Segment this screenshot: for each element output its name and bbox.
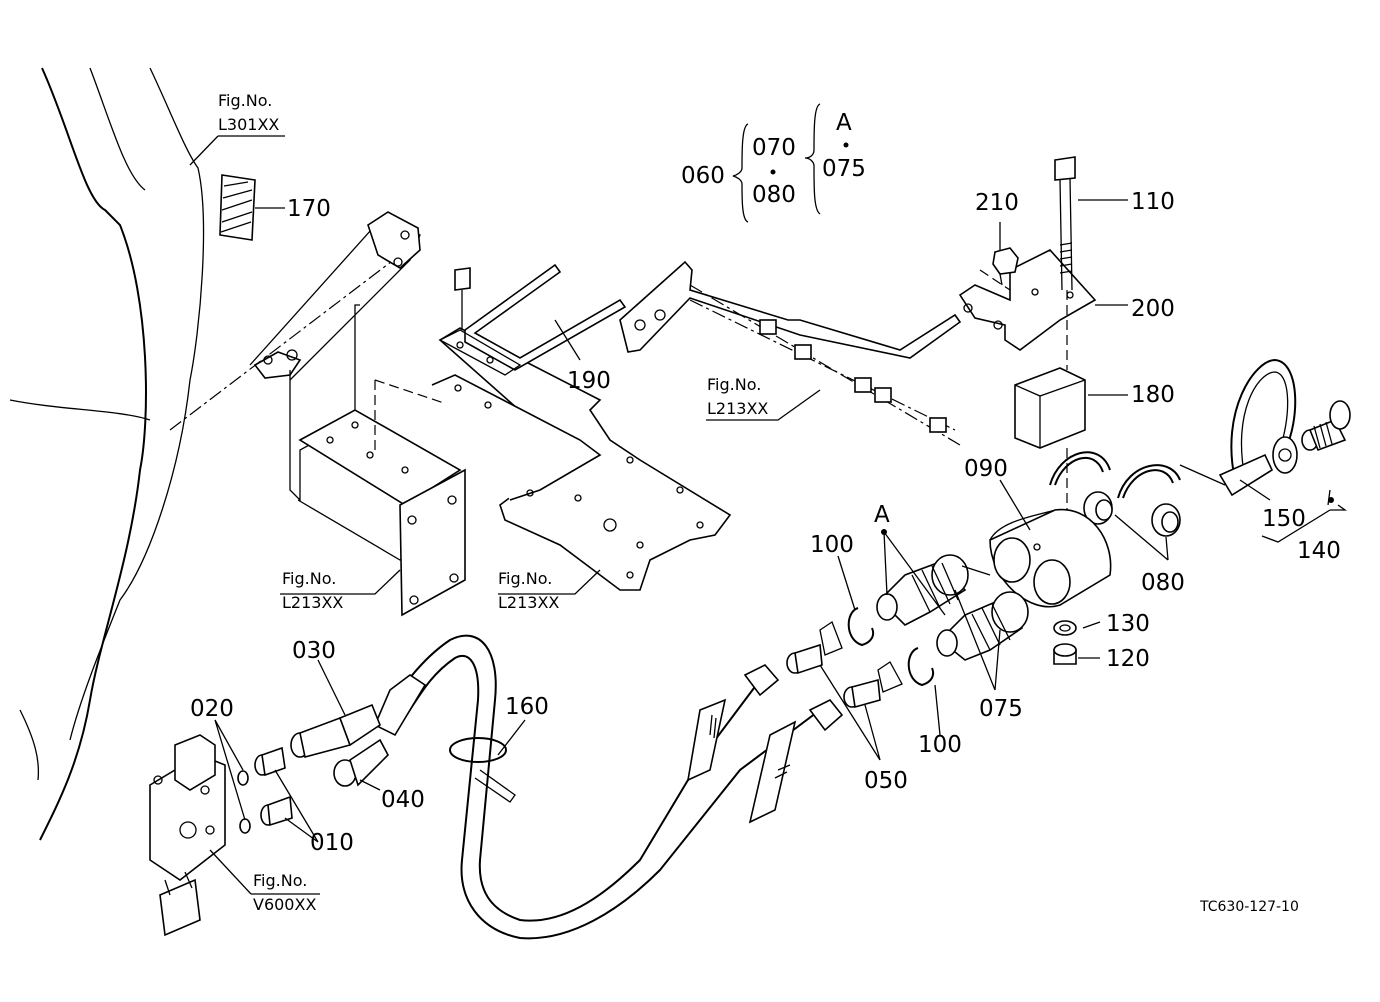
fig-ref-L213XX: L213XX [282,593,343,612]
callout-210: 210 [975,190,1019,216]
fig-ref-L213XX: L213XX [498,593,559,612]
tractor-body-outline [9,67,205,841]
part-075-couplers [876,554,1029,661]
part-200-bracket [958,249,1097,351]
part-040-hose-end [333,738,389,787]
part-110-long-bolt [1054,156,1076,370]
callout-160: 160 [505,694,549,720]
part-090-coupler-holder [989,508,1112,608]
callout-190: 190 [567,368,611,394]
diagram-code: TC630-127-10 [1199,899,1299,915]
callout-020: 020 [190,696,234,722]
fig-label: Fig.No. [282,569,336,588]
callout-100: 100 [810,532,854,558]
callout-150: 150 [1262,506,1306,532]
set-legend: 060 070 080 A 075 [681,110,866,208]
part-140-coupler [1301,400,1351,452]
part-050-fittings [786,643,881,709]
callout-030: 030 [292,638,336,664]
legend-dot [770,169,776,175]
figure-references: Fig.No. L301XX Fig.No. L213XX Fig.No. L2… [218,91,768,914]
fig-label: Fig.No. [218,91,272,110]
fig-ref-L213XX: L213XX [707,399,768,418]
fig-ref-V600XX: V600XX [253,895,316,914]
callout-170: 170 [287,196,331,222]
legend-member-080: 080 [752,182,796,208]
part-100-snap-rings [819,607,935,693]
callout-140: 140 [1297,538,1341,564]
ref-a-dot [881,529,887,535]
callout-090: 090 [964,456,1008,482]
legend-set-060: 060 [681,163,725,189]
callout-200: 200 [1131,296,1175,322]
part-120-nut [1053,643,1077,665]
part-170-decal [219,174,256,241]
leader-lines [189,135,1348,895]
part-010-fittings [254,746,293,827]
legend-member-070: 070 [752,135,796,161]
callout-075: 075 [979,696,1023,722]
part-190-u-rod [438,263,627,376]
part-160-hose-clamp [449,737,516,803]
rail-frame [619,260,962,446]
set-legend-brackets [732,103,821,223]
callout-100: 100 [918,732,962,758]
part-150-lock-pin [1218,358,1298,497]
part-180-block [1014,367,1086,510]
callout-050: 050 [864,768,908,794]
fig-label: Fig.No. [707,375,761,394]
fig-ref-L301XX: L301XX [218,115,279,134]
mounting-plate [431,327,732,591]
legend-ref-a: A [836,110,852,136]
callout-labels: 170 210 110 200 190 180 090 150 140 080 … [190,189,1341,856]
callout-ref-a: A [874,502,890,528]
mounting-bracket-assembly [169,211,466,617]
legend-dot [843,142,849,148]
hydraulic-hoses [373,634,844,940]
callout-130: 130 [1106,611,1150,637]
fig-label: Fig.No. [253,871,307,890]
callout-180: 180 [1131,382,1175,408]
part-130-washer [1053,620,1077,636]
callout-080: 080 [1141,570,1185,596]
fig-label: Fig.No. [498,569,552,588]
part-030-adapter [290,703,381,758]
callout-010: 010 [310,830,354,856]
spring-clips [1049,451,1226,499]
control-valve [149,734,226,937]
part-080-pins [1083,491,1181,537]
legend-member-075: 075 [822,156,866,182]
callout-110: 110 [1131,189,1175,215]
part-210-bolt [992,247,1019,286]
callout-120: 120 [1106,646,1150,672]
callout-040: 040 [381,787,425,813]
ref-140-dot [1328,497,1334,503]
